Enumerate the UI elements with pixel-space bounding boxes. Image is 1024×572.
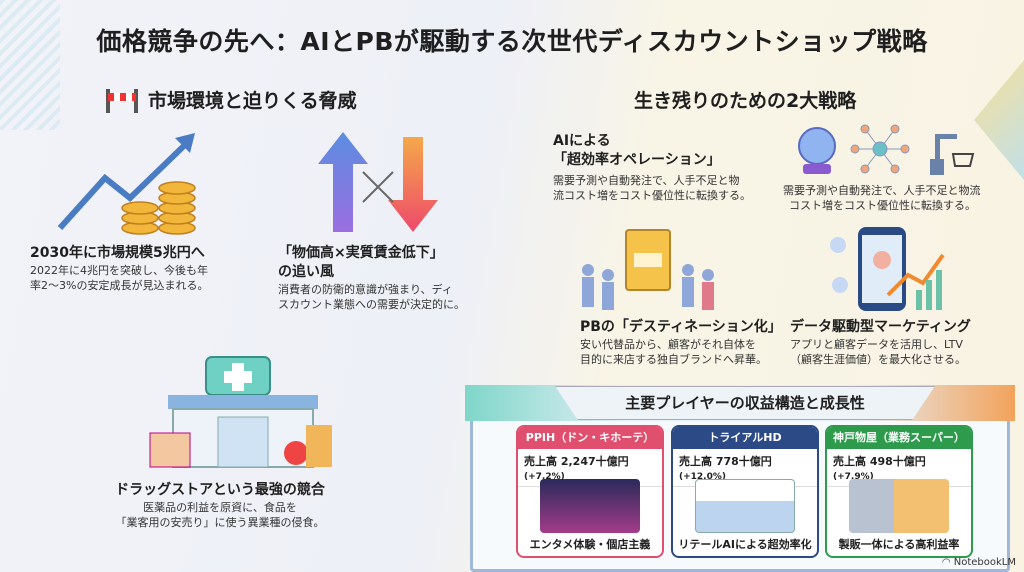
crystal-ball-icon	[798, 127, 836, 165]
pb-shoppers-icon	[582, 229, 714, 310]
neural-network-icon	[850, 124, 910, 174]
corner-decoration	[0, 0, 60, 130]
store-chip-icon	[695, 479, 795, 533]
players-banner-inner	[555, 386, 935, 420]
stage-icon	[540, 479, 640, 533]
player-card-trial: トライアルHD 売上高 778十億円 (+12.0%) リテールAIによる超効率…	[671, 425, 819, 558]
corner-decoration	[974, 60, 1024, 180]
market-size-block: 2030年に市場規模5兆円へ 2022年に4兆円を突破し、今後も年 率2〜3%の…	[30, 245, 209, 292]
player-card-ppih: PPIH（ドン・キホーテ） 売上高 2,247十億円 (+7.2%) エンタメ体…	[516, 425, 664, 558]
up-down-arrows-icon	[318, 132, 438, 232]
left-heading: 市場環境と迫りくる脅威	[104, 86, 357, 113]
data-marketing-block: データ駆動型マーケティング アプリと顧客データを活用し、LTV （顧客生涯価値）…	[790, 319, 971, 366]
players-heading: 主要プレイヤーの収益構造と成長性	[625, 394, 865, 412]
notebooklm-watermark: ◠ NotebookLM	[941, 557, 1016, 568]
ai-operation-alt-desc: 需要予測や自動発注で、人手不足と物流 コスト増をコスト優位性に転換する。	[783, 184, 981, 212]
page-title: 価格競争の先へ：AIとPBが駆動する次世代ディスカウントショップ戦略	[96, 27, 928, 56]
barrier-icon	[106, 88, 138, 113]
smartphone-analytics-icon	[830, 227, 945, 311]
drugstore-icon	[149, 356, 332, 468]
pb-destination-block: PBの「デスティネーション化」 安い代替品から、顧客がそれ自体を 目的に来店する…	[580, 319, 782, 366]
ai-operation-block: AIによる 「超効率オペレーション」 需要予測や自動発注で、人手不足と物 流コス…	[553, 133, 751, 202]
ai-icons	[798, 124, 975, 175]
right-heading: 生き残りのための2大戦略	[634, 90, 857, 112]
robot-arm-cart-icon	[930, 134, 957, 175]
factory-store-icon	[849, 479, 949, 533]
growth-chart-icon	[57, 133, 196, 235]
tailwind-block: 「物価高×実質賃金低下」 の追い風 消費者の防衛的意識が強まり、ディ スカウント…	[278, 245, 465, 311]
drugstore-block: ドラッグストアという最強の競合 医薬品の利益を原資に、食品を 「業客用の安売り」…	[115, 482, 325, 529]
player-card-kobe: 神戸物屋（業務スーパー） 売上高 498十億円 (+7.9%) 製販一体による高…	[825, 425, 973, 558]
